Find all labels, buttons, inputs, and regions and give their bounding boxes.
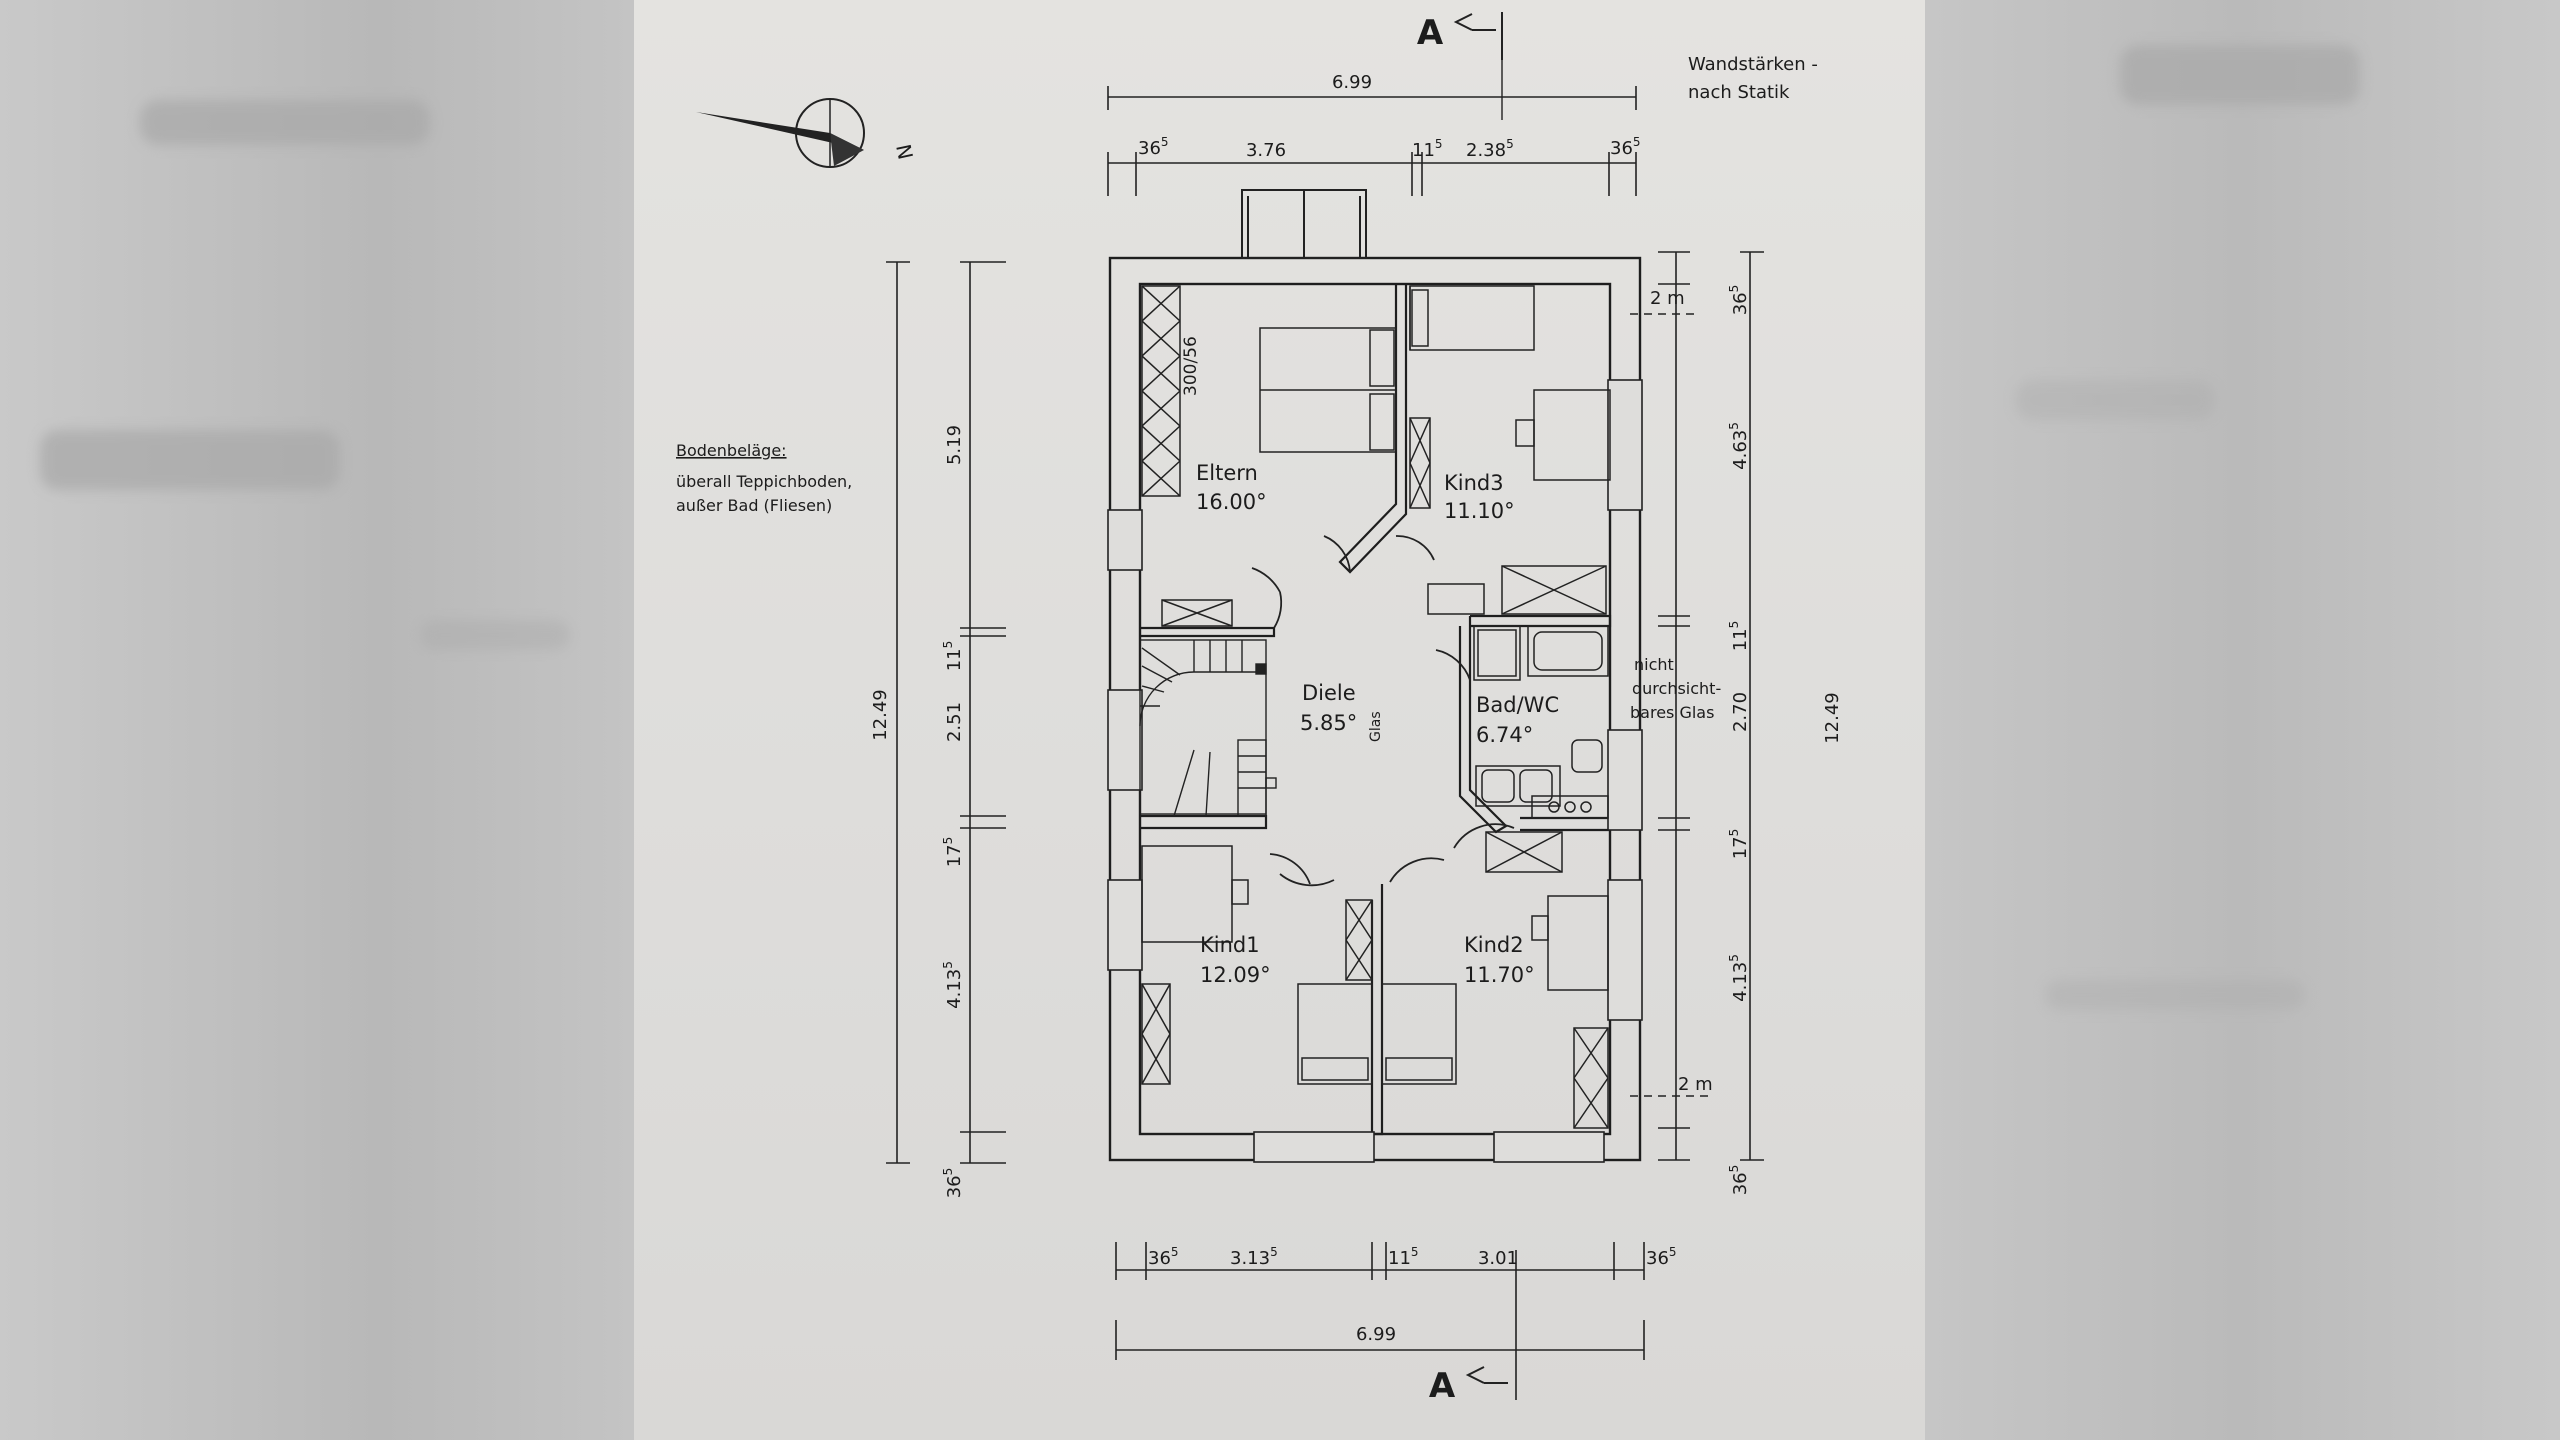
blur-shape xyxy=(40,430,340,490)
blur-shape xyxy=(420,620,570,650)
setback-top-label: 2 m xyxy=(1650,288,1685,309)
dimension-top xyxy=(1107,86,1637,196)
dim-left-total: 12.49 xyxy=(870,689,891,741)
dim-right-d: 2.70 xyxy=(1730,692,1751,732)
dim-right-e: 175 xyxy=(1727,829,1751,860)
dim-top-total: 6.99 xyxy=(1332,72,1372,93)
blur-shape xyxy=(2120,45,2360,105)
compass-rose: N xyxy=(696,98,918,168)
dimension-right xyxy=(1658,251,1764,1161)
dim-right-b: 4.635 xyxy=(1727,422,1751,470)
dim-bottom-b: 3.135 xyxy=(1230,1245,1278,1269)
blur-shape xyxy=(2045,980,2305,1010)
floor-note-line1: überall Teppichboden, xyxy=(676,472,852,491)
dim-right-a: 365 xyxy=(1727,285,1751,316)
room-area-kind1: 12.09° xyxy=(1200,963,1271,987)
dim-right-total: 12.49 xyxy=(1822,692,1843,744)
balcony xyxy=(1241,189,1367,259)
dim-bottom-total: 6.99 xyxy=(1356,1324,1396,1345)
wall-note-line2: nach Statik xyxy=(1688,82,1790,103)
dimension-bottom xyxy=(1115,1242,1645,1360)
north-label: N xyxy=(891,142,918,162)
dim-right-f: 4.135 xyxy=(1727,954,1751,1002)
room-area-kind3: 11.10° xyxy=(1444,499,1515,523)
setback-bottom-label: 2 m xyxy=(1678,1074,1713,1095)
section-marker-top: A xyxy=(1417,12,1503,120)
dim-left-e: 4.135 xyxy=(941,961,965,1009)
room-name-diele: Diele xyxy=(1302,681,1356,705)
dim-top-d: 2.385 xyxy=(1466,137,1514,161)
room-name-bad: Bad/WC xyxy=(1476,693,1559,717)
room-area-kind2: 11.70° xyxy=(1464,963,1535,987)
glass-note-line1: nicht xyxy=(1634,655,1674,674)
blurred-background-right xyxy=(1925,0,2560,1440)
blurred-background-left xyxy=(0,0,634,1440)
dim-top-a: 365 xyxy=(1138,135,1169,159)
setback-lines xyxy=(1630,313,1712,1097)
floor-note-title: Bodenbeläge: xyxy=(676,441,787,460)
section-marker-bottom: A xyxy=(1429,1250,1517,1406)
blur-shape xyxy=(2015,380,2215,420)
dim-top-b: 3.76 xyxy=(1246,140,1286,161)
room-name-kind1: Kind1 xyxy=(1200,933,1260,957)
room-area-eltern: 16.00° xyxy=(1196,490,1267,514)
staircase xyxy=(1139,639,1277,817)
room-area-bad: 6.74° xyxy=(1476,723,1533,747)
room-name-kind2: Kind2 xyxy=(1464,933,1524,957)
room-name-eltern: Eltern xyxy=(1196,461,1258,485)
wall-note-line1: Wandstärken - xyxy=(1688,54,1818,75)
dim-left-f: 365 xyxy=(941,1168,965,1199)
windows xyxy=(1107,379,1643,1163)
dim-left-b: 115 xyxy=(941,641,965,672)
dimension-left xyxy=(886,261,1006,1164)
room-name-kind3: Kind3 xyxy=(1444,471,1504,495)
section-letter: A xyxy=(1429,1366,1456,1406)
window-label-eltern: 300/56 xyxy=(1181,336,1201,396)
dim-bottom-e: 365 xyxy=(1646,1245,1677,1269)
dim-bottom-d: 3.01 xyxy=(1478,1248,1518,1269)
dim-left-d: 175 xyxy=(941,837,965,868)
floor-note-line2: außer Bad (Fliesen) xyxy=(676,496,832,515)
room-area-diele: 5.85° xyxy=(1300,711,1357,735)
floor-plan-sheet: A A N Wandstärken - nach Statik Bodenbel… xyxy=(634,0,1925,1440)
furniture xyxy=(1141,285,1611,1129)
glass-label: Glas xyxy=(1368,711,1384,742)
section-letter: A xyxy=(1417,13,1444,53)
dim-bottom-c: 115 xyxy=(1388,1245,1419,1269)
dim-right-g: 365 xyxy=(1727,1165,1751,1196)
blur-shape xyxy=(140,100,430,145)
dim-top-c: 115 xyxy=(1412,137,1443,161)
glass-note-line3: bares Glas xyxy=(1630,703,1714,722)
dim-bottom-a: 365 xyxy=(1148,1245,1179,1269)
dim-left-a: 5.19 xyxy=(944,425,965,465)
dim-right-c: 115 xyxy=(1727,621,1751,652)
dim-left-c: 2.51 xyxy=(944,702,965,742)
floor-plan-drawing: A A N Wandstärken - nach Statik Bodenbel… xyxy=(676,12,1843,1406)
dim-top-e: 365 xyxy=(1610,135,1641,159)
doors xyxy=(1251,535,1515,887)
